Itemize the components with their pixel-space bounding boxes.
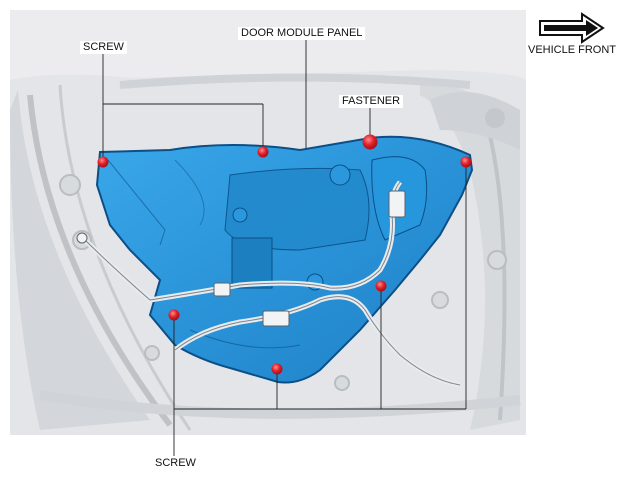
screw-marker [271, 363, 283, 375]
screw-label-top: SCREW [80, 41, 127, 54]
fastener-marker [362, 134, 378, 150]
screw-marker [460, 156, 472, 168]
fastener-label: FASTENER [339, 95, 404, 108]
vehicle-front-label: VEHICLE FRONT [528, 44, 617, 57]
door-module-panel [95, 135, 474, 384]
screw-marker [375, 280, 387, 292]
screw-marker [257, 146, 269, 158]
door-module-panel-label: DOOR MODULE PANEL [238, 27, 366, 40]
wiring-harness [76, 180, 461, 388]
screw-marker [97, 156, 109, 168]
leader-lines [102, 40, 467, 456]
screw-label-bottom: SCREW [152, 457, 199, 470]
screw-markers [97, 134, 472, 375]
screw-marker [168, 309, 180, 321]
right-arrow-icon [539, 12, 605, 44]
